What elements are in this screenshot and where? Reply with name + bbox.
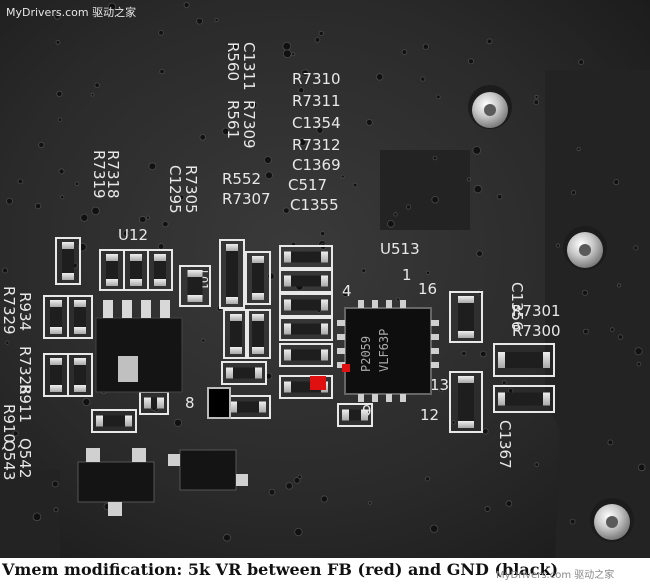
label-r7307: R7307 (222, 190, 271, 208)
label-r7305: R7305 (182, 165, 200, 214)
label-r7310: R7310 (292, 70, 341, 88)
label-pin16: 16 (418, 280, 437, 298)
label-r934: R934 (16, 292, 34, 331)
label-r561: R561 (224, 100, 242, 139)
label-q543: Q543 (0, 440, 18, 480)
label-r7311: R7311 (292, 92, 341, 110)
smd-components (43, 237, 555, 433)
watermark-bottom: MyDrivers.com 驱动之家 (496, 570, 615, 581)
screw-top (468, 85, 512, 129)
label-pin12: 12 (420, 406, 439, 424)
vias (2, 2, 646, 542)
label-r7319: R7319 (90, 150, 108, 199)
label-r7329: R7329 (0, 286, 18, 335)
screw-bottom (590, 498, 634, 542)
sot23-transistor-2 (168, 449, 248, 491)
label-u12: U12 (118, 226, 148, 244)
chip-marking-1: P2059 (359, 336, 373, 372)
label-c517: C517 (288, 176, 327, 194)
label-c1354: C1354 (292, 114, 341, 132)
chip-marking-2: VLF63P (377, 329, 391, 372)
label-c1355: C1355 (290, 196, 339, 214)
label-r7318: R7318 (104, 150, 122, 199)
gnd-marker (207, 387, 231, 419)
label-c1369: C1369 (292, 156, 341, 174)
fb-marker (310, 376, 326, 390)
label-r7309: R7309 (240, 100, 258, 149)
label-c1356: C1356 (508, 282, 526, 331)
label-r7312: R7312 (292, 136, 341, 154)
label-c1367: C1367 (496, 420, 514, 469)
label-pin8: 8 (185, 394, 195, 412)
label-r560: R560 (224, 42, 242, 81)
label-c1295: C1295 (166, 165, 184, 214)
screw-middle (563, 226, 607, 270)
u12-chip (95, 300, 183, 393)
label-pin13: 13 (430, 376, 449, 394)
label-q542: Q542 (16, 438, 34, 478)
watermark-top: MyDrivers.com 驱动之家 (6, 6, 137, 19)
caption-bar (0, 558, 650, 587)
label-r7301: R7301 (512, 302, 561, 320)
label-r911: R911 (16, 384, 34, 423)
label-r552: R552 (222, 170, 261, 188)
label-pin4: 4 (342, 282, 352, 300)
label-r7300: R7300 (512, 322, 561, 340)
caption: Vmem modification: 5k VR between FB (red… (2, 560, 559, 579)
label-pin1: 1 (402, 266, 412, 284)
label-u513: U513 (380, 240, 420, 258)
label-c1311: C1311 (240, 42, 258, 91)
sot23-transistor (77, 448, 155, 516)
pcb-photo: R7310 R7311 C1354 R7312 C1369 C517 C1355… (0, 0, 650, 558)
u513-chip: P2059 VLF63P (337, 300, 439, 402)
label-r910: R910 (0, 404, 18, 443)
fb-pin-marker (342, 364, 350, 372)
label-r7328: R7328 (16, 346, 34, 395)
